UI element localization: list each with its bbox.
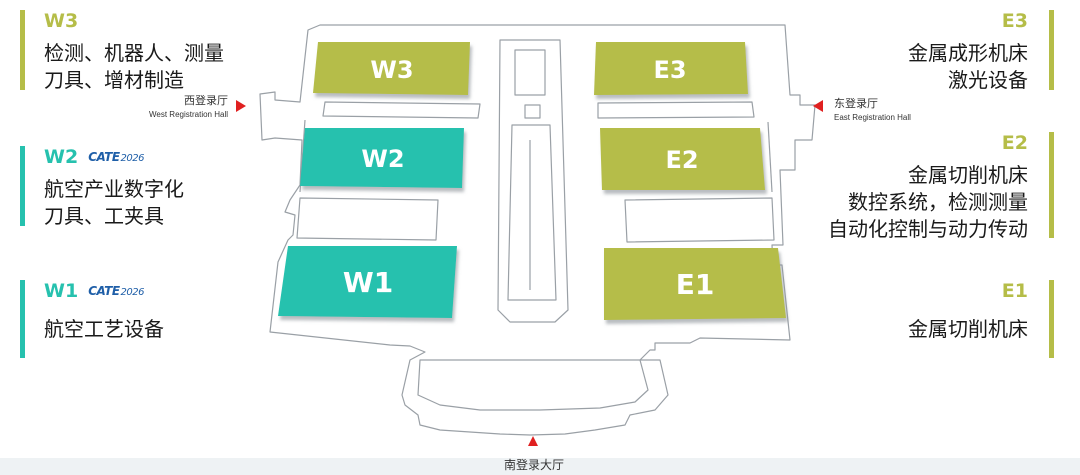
cate-logo-year: 2026 bbox=[120, 153, 145, 164]
zone-info-e1: E1 金属切削机床 bbox=[814, 280, 1054, 358]
zone-bar bbox=[20, 10, 25, 90]
zone-title-e3: E3 bbox=[814, 10, 1054, 32]
zone-desc-w2: 航空产业数字化 刀具、工夹具 bbox=[20, 176, 300, 230]
zone-code: W1 bbox=[44, 280, 79, 302]
desc-line: 检测、机器人、测量 bbox=[44, 41, 224, 65]
west-registration-cn: 西登录厅 bbox=[184, 95, 228, 107]
cate-logo-text: CATE bbox=[88, 284, 120, 298]
zone-desc-e1: 金属切削机床 bbox=[814, 316, 1054, 343]
hall-label-e3: E3 bbox=[653, 56, 686, 84]
zone-info-w3: W3 检测、机器人、测量 刀具、增材制造 bbox=[20, 10, 300, 94]
zone-bar bbox=[20, 280, 25, 358]
west-registration-en: West Registration Hall bbox=[149, 110, 228, 119]
zone-desc-e2: 金属切削机床 数控系统，检测测量 自动化控制与动力传动 bbox=[794, 162, 1054, 243]
desc-line: 金属切削机床 bbox=[908, 163, 1028, 187]
east-entrance-marker bbox=[813, 100, 823, 112]
zone-bar bbox=[20, 146, 25, 226]
zone-info-e3: E3 金属成形机床 激光设备 bbox=[814, 10, 1054, 94]
hall-label-e2: E2 bbox=[665, 146, 698, 174]
desc-line: 自动化控制与动力传动 bbox=[828, 217, 1028, 241]
east-registration-cn: 东登录厅 bbox=[834, 98, 878, 110]
zone-title-e2: E2 bbox=[794, 132, 1054, 154]
zone-desc-w1: 航空工艺设备 bbox=[20, 316, 300, 343]
zone-bar bbox=[1049, 280, 1054, 358]
zone-code: E1 bbox=[1001, 280, 1028, 302]
hall-label-e1: E1 bbox=[676, 268, 715, 301]
desc-line: 航空产业数字化 bbox=[44, 177, 184, 201]
zone-bar bbox=[1049, 10, 1054, 90]
zone-code: E3 bbox=[1001, 10, 1028, 32]
cate-logo-text: CATE bbox=[88, 150, 120, 164]
south-registration-cn: 南登录大厅 bbox=[503, 458, 564, 472]
zone-bar bbox=[1049, 132, 1054, 238]
zone-info-e2: E2 金属切削机床 数控系统，检测测量 自动化控制与动力传动 bbox=[794, 132, 1054, 243]
desc-line: 金属成形机床 bbox=[908, 41, 1028, 65]
hall-w1[interactable] bbox=[278, 246, 457, 318]
zone-title-e1: E1 bbox=[814, 280, 1054, 302]
hall-label-w3: W3 bbox=[370, 56, 413, 84]
hall-label-w1: W1 bbox=[343, 266, 393, 299]
east-registration-label: 东登录厅 East Registration Hall bbox=[834, 95, 934, 122]
hall-e2[interactable] bbox=[600, 128, 765, 190]
south-entrance-marker bbox=[528, 436, 538, 446]
zone-code: W2 bbox=[44, 146, 79, 168]
zone-title-w3: W3 bbox=[20, 10, 300, 32]
zone-code: W3 bbox=[44, 10, 79, 32]
desc-line: 金属切削机床 bbox=[908, 317, 1028, 341]
west-registration-label: 西登录厅 West Registration Hall bbox=[132, 92, 228, 119]
desc-line: 数控系统，检测测量 bbox=[848, 190, 1028, 214]
hall-w3[interactable] bbox=[313, 42, 470, 95]
bottom-band bbox=[0, 458, 1080, 475]
hall-label-w2: W2 bbox=[361, 145, 404, 173]
cate-logo-year: 2026 bbox=[120, 287, 145, 298]
east-registration-en: East Registration Hall bbox=[834, 113, 911, 122]
zone-desc-e3: 金属成形机床 激光设备 bbox=[814, 40, 1054, 94]
hall-e3[interactable] bbox=[594, 42, 748, 95]
zone-code: E2 bbox=[1001, 132, 1028, 154]
desc-line: 刀具、增材制造 bbox=[44, 68, 184, 92]
desc-line: 刀具、工夹具 bbox=[44, 204, 164, 228]
desc-line: 航空工艺设备 bbox=[44, 317, 164, 341]
zone-desc-w3: 检测、机器人、测量 刀具、增材制造 bbox=[20, 40, 300, 94]
hall-e1[interactable] bbox=[604, 248, 786, 320]
desc-line: 激光设备 bbox=[948, 68, 1028, 92]
hall-w2[interactable] bbox=[300, 128, 464, 188]
south-registration-label: 南登录大厅 bbox=[498, 456, 570, 473]
west-entrance-marker bbox=[236, 100, 246, 112]
